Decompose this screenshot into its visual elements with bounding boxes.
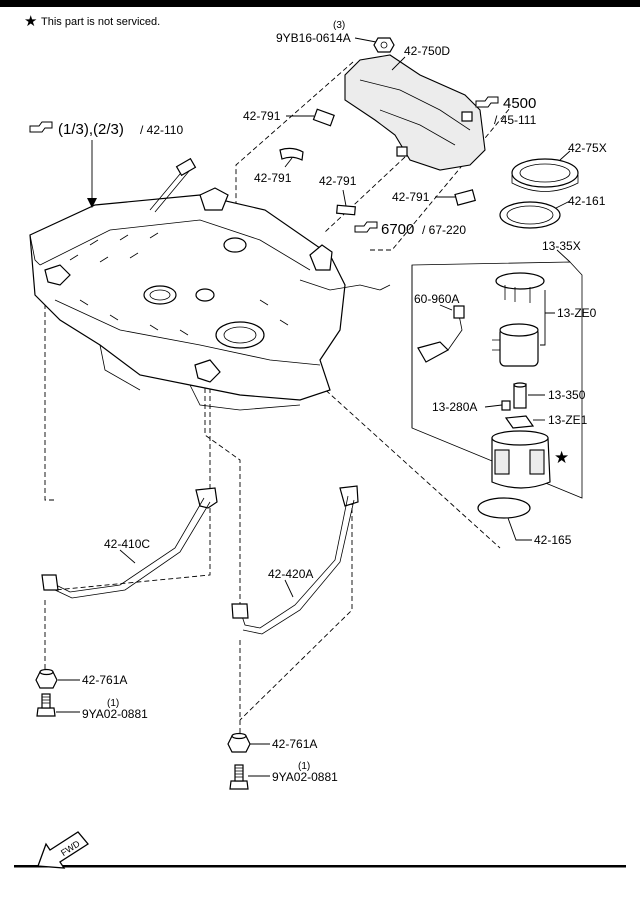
label-42-750d: 42-750D [404,44,450,58]
label-13-350: 13-350 [548,388,586,402]
arrow-42-110 [87,198,97,208]
leader-lines [56,37,571,777]
gasket [499,201,561,229]
label-42-791-d: 42-791 [392,190,430,204]
label-13-35x: 13-35X [542,239,581,253]
seal-ring [477,497,531,519]
reference-hand-icon [475,96,499,108]
nut-42-761a-b [227,732,251,753]
label-9ya02-b: 9YA02-0881 [272,770,338,784]
pad-42-791-c [336,204,356,216]
label-9yb16-qty: (3) [333,20,345,31]
bolt-9ya02-a [36,693,56,717]
pad-42-791-d [454,189,476,206]
note-star-icon: ★ [24,13,37,30]
label-42-761a-a: 42-761A [82,673,127,687]
pad-42-791-b [279,147,304,161]
label-42-165: 42-165 [534,533,572,547]
label-9ya02-a: 9YA02-0881 [82,707,148,721]
label-60-960a: 60-960A [414,292,459,306]
strap-42-410c [41,487,218,599]
strap-42-420a [231,485,359,635]
label-4500: 4500 [503,95,536,112]
label-6700: 6700 [381,221,414,238]
fwd-arrow-icon: FWD [37,831,89,869]
bottom-border-bar [14,865,626,868]
top-border-bar [0,0,640,7]
note-text: This part is not serviced. [41,16,160,28]
label-42-110: / 42-110 [140,123,183,137]
label-45-111: / 45-111 [494,113,537,127]
label-42-761a-b: 42-761A [272,737,317,751]
label-42-75x: 42-75X [568,141,607,155]
label-13-ze1: 13-ZE1 [548,413,588,427]
label-13-ze0: 13-ZE0 [557,306,597,320]
fuel-pump-assembly [411,261,583,499]
nut-9yb16 [373,37,395,53]
reference-hand-icon [354,221,378,233]
label-42-161: 42-161 [568,194,606,208]
label-9ya02-qty-b: (1) [298,761,310,772]
label-42-791-a: 42-791 [243,109,281,123]
label-42-791-c: 42-791 [319,174,357,188]
heat-shield [344,54,486,171]
label-13-280a: 13-280A [432,400,477,414]
fuel-tank [29,157,391,411]
label-42-110-ref: (1/3),(2/3) [58,121,124,138]
label-42-791-b: 42-791 [254,171,292,185]
label-9yb16: 9YB16-0614A [276,31,351,45]
star-icon: ★ [554,448,569,467]
label-9ya02-qty-a: (1) [107,698,119,709]
label-67-220: / 67-220 [422,223,466,237]
bolt-9ya02-b [229,764,249,790]
pad-42-791-a [312,108,335,127]
nut-42-761a-a [35,668,58,689]
label-42-420a: 42-420A [268,567,313,581]
reference-hand-icon [29,121,53,133]
label-42-410c: 42-410C [104,537,150,551]
lock-ring [511,158,579,192]
